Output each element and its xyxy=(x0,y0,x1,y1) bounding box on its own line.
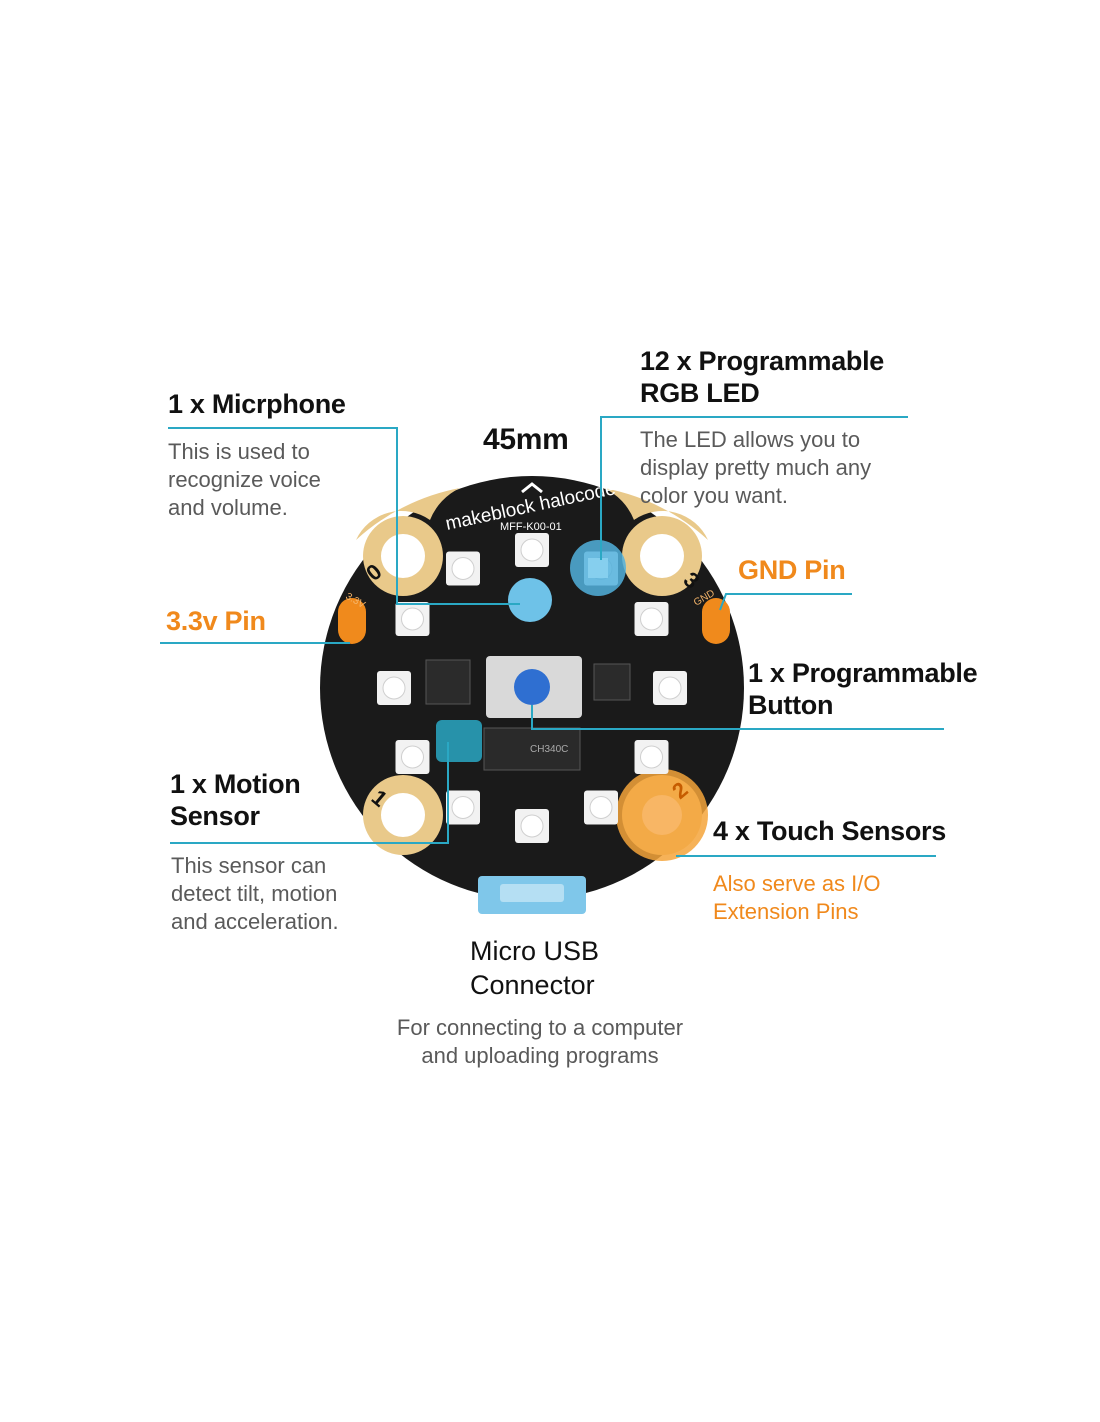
flash-chip xyxy=(593,663,631,701)
rgb-led-title: 12 x Programmable RGB LED xyxy=(640,346,885,408)
touch-pad-1-hole xyxy=(381,793,425,837)
motion-sensor-title: 1 x Motion Sensor xyxy=(170,769,301,831)
leader-gnd xyxy=(719,593,852,611)
rgb-led-lens-9 xyxy=(400,745,424,769)
usb-chip-label: CH340C xyxy=(530,744,568,755)
touch-pad-2-hole xyxy=(642,795,682,835)
touch-pad-3-hole xyxy=(640,534,684,578)
rgb-led-lens-5 xyxy=(640,745,664,769)
gnd-pin-title: GND Pin xyxy=(738,555,846,585)
button-title: 1 x Programmable Button xyxy=(748,658,978,720)
pin-3v3 xyxy=(338,598,366,644)
micro-usb-port xyxy=(500,884,564,902)
microphone-component xyxy=(508,578,552,622)
rgb-led-lens-4 xyxy=(658,676,682,700)
model-text: MFF-K00-01 xyxy=(500,521,562,533)
leader-lines xyxy=(160,416,944,857)
usb-title: Micro USB Connector xyxy=(470,936,600,1000)
highlighted-rgb-led-core xyxy=(588,558,608,578)
rgb-led-lens-8 xyxy=(451,796,475,820)
rgb-led-lens-1 xyxy=(520,538,544,562)
processor-chip xyxy=(425,659,471,705)
usb-chip xyxy=(483,727,581,771)
touch-pad-3 xyxy=(604,488,708,540)
rgb-led-lens-6 xyxy=(589,796,613,820)
touch-pad-0-hole xyxy=(381,534,425,578)
leader-button xyxy=(531,705,944,730)
touch-sensors-title: 4 x Touch Sensors xyxy=(713,816,946,846)
microphone-title: 1 x Micrphone xyxy=(168,389,346,419)
microphone-description: This is used to recognize voice and volu… xyxy=(168,439,321,520)
rgb-led-lens-11 xyxy=(400,607,424,631)
touch-pads xyxy=(356,488,708,540)
board-logo xyxy=(521,482,543,494)
touch-sensors-description: Also serve as I/O Extension Pins xyxy=(713,871,881,924)
rgb-led-lens-3 xyxy=(640,607,664,631)
touch-pad-0 xyxy=(356,488,460,540)
leader-microphone xyxy=(168,427,520,605)
pin-3v3-title: 3.3v Pin xyxy=(166,606,266,636)
motion-sensor-description: This sensor can detect tilt, motion and … xyxy=(171,853,339,934)
rgb-led-lens-7 xyxy=(520,814,544,838)
pin-gnd xyxy=(702,598,730,644)
motion-sensor-component xyxy=(436,720,482,762)
leader-rgb-led xyxy=(600,416,908,560)
usb-description: For connecting to a computer and uploadi… xyxy=(396,1015,684,1068)
rgb-led-lens-10 xyxy=(382,676,406,700)
rgb-led-description: The LED allows you to display pretty muc… xyxy=(640,427,872,508)
programmable-button xyxy=(514,669,550,705)
rgb-led-lens-12 xyxy=(451,556,475,580)
dimension-label: 45mm xyxy=(483,423,569,456)
leader-motion xyxy=(170,742,449,844)
